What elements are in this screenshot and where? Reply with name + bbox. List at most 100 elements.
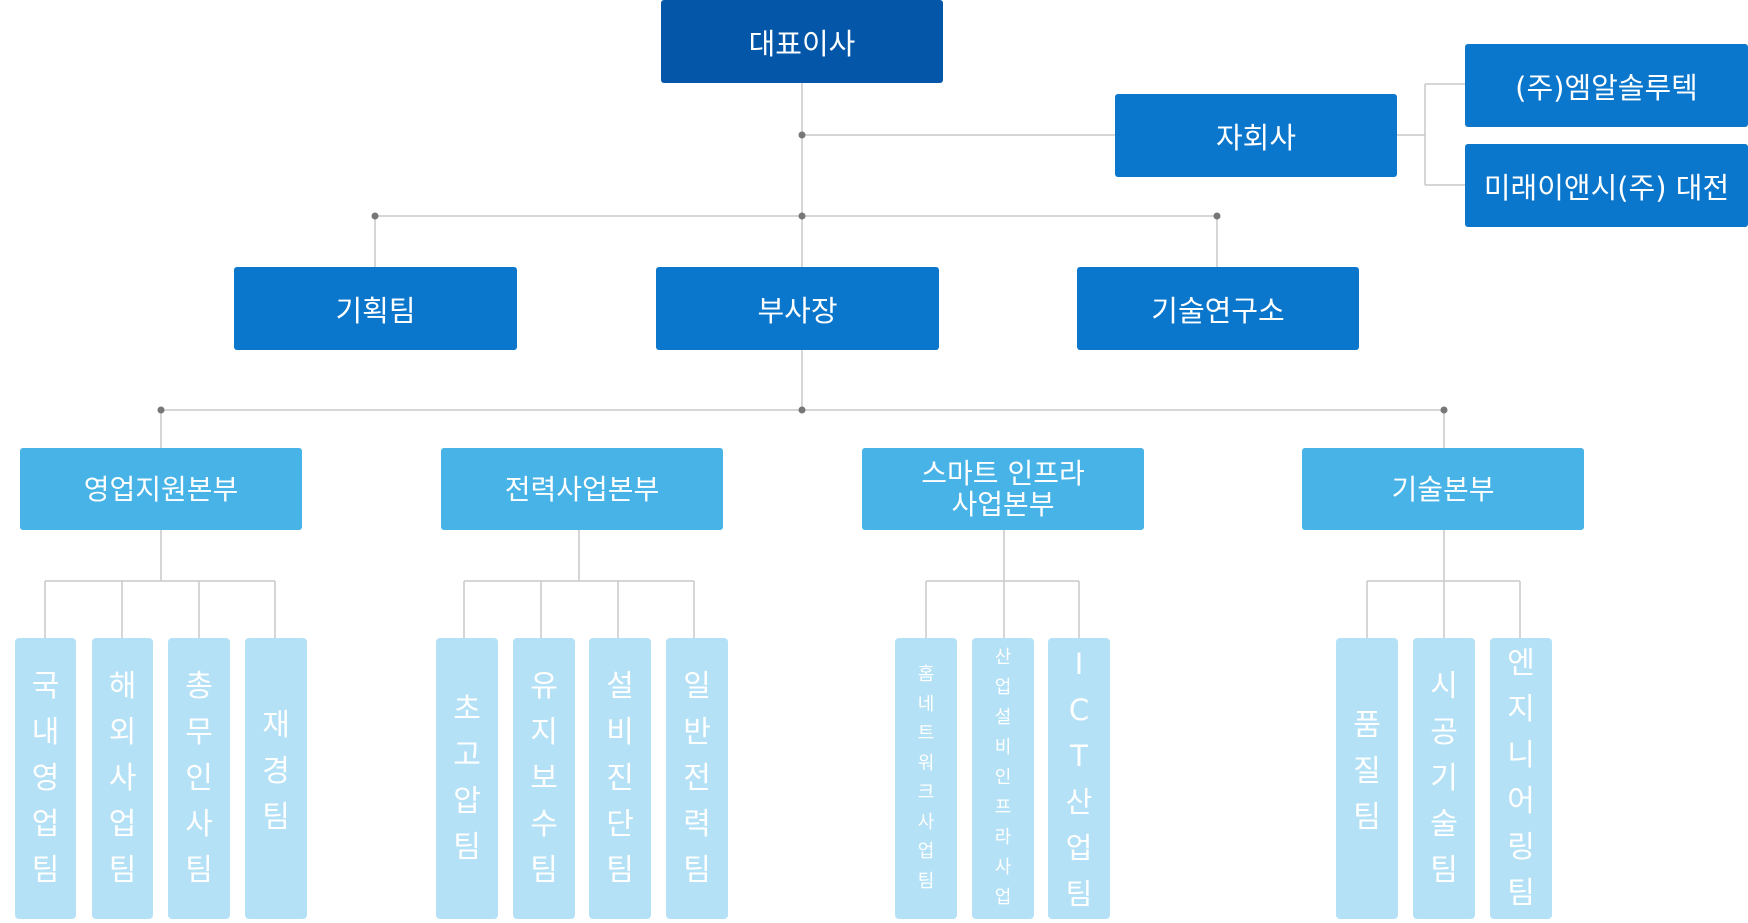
team-label-char: 인 [185, 761, 213, 796]
vice-president-label: 부사장 [757, 293, 838, 328]
team-label-char: T [1070, 739, 1088, 773]
team-label-char: 팀 [683, 853, 711, 888]
team-label-char: 유 [530, 669, 558, 704]
team-label-char: 지 [530, 715, 558, 750]
team-label-char: 보 [530, 761, 558, 796]
subsidiary-item-mirae-enc: 미래이앤시(주) 대전 [1465, 144, 1748, 227]
team-label-char: 력 [683, 807, 711, 842]
team-label-char: 일 [683, 669, 711, 704]
team-label-char: 업 [108, 807, 137, 842]
team-label-char: 트 [917, 723, 935, 744]
division-label: 스마트 인프라 사업본부 [921, 457, 1085, 521]
team-label-char: 비 [606, 715, 634, 750]
team-label-char: 내 [31, 715, 60, 750]
team-label-char: 진 [606, 761, 634, 796]
team-label-char: 업 [1065, 831, 1093, 865]
team-label-char: 팀 [1507, 876, 1535, 911]
team-label-char: 팀 [108, 853, 137, 888]
team-label-char: 수 [530, 807, 558, 842]
team-label-char: 업 [917, 841, 935, 862]
team-label-char: 비 [994, 737, 1012, 758]
team-label-char: 홈 [917, 664, 935, 685]
team-label-char: 반 [683, 715, 711, 750]
team-label-char: 초 [453, 692, 481, 727]
team-label-char: 라 [994, 827, 1012, 848]
division-label: 영업지원본부 [83, 472, 239, 506]
team-label-char: 사 [185, 807, 213, 842]
team-label-char: 품 [1353, 708, 1381, 743]
research-institute-label: 기술연구소 [1151, 293, 1285, 328]
division-power-business: 전력사업본부 [441, 448, 723, 530]
team-label-char: I [1074, 647, 1084, 681]
team-label-char: 경 [262, 754, 290, 789]
subsidiary-box: 자회사 [1115, 94, 1397, 177]
team-label-char: 팀 [606, 853, 634, 888]
research-institute-box: 기술연구소 [1077, 267, 1359, 350]
team-label-char: 업 [994, 887, 1012, 908]
division-label: 전력사업본부 [504, 472, 660, 506]
team-label-char: 인 [994, 767, 1012, 788]
team-label-char: 워 [917, 752, 935, 774]
team-label-char: 설 [994, 707, 1012, 728]
team-label-char: 술 [1430, 807, 1458, 842]
division-label: 기술본부 [1391, 472, 1495, 506]
team-label-char: 무 [185, 715, 213, 750]
team-label-char: 사 [917, 811, 935, 833]
team-label-char: 니 [1507, 738, 1535, 773]
team-label-char: 국 [31, 669, 60, 704]
team-label-char: 지 [1507, 692, 1535, 727]
planning-team-label: 기획팀 [335, 293, 416, 328]
team-label-char: 단 [606, 807, 634, 842]
team-label-char: 영 [31, 761, 60, 796]
team-label-char: 사 [108, 761, 137, 796]
division-technology: 기술본부 [1302, 448, 1584, 530]
team-label-char: 해 [108, 669, 137, 704]
team-label-char: 팀 [453, 830, 481, 865]
team-label-char: 재 [262, 708, 290, 743]
subsidiary-item-label: (주)엠알솔루텍 [1515, 70, 1698, 105]
team-label-char: 어 [1507, 784, 1535, 819]
team-label-char: 공 [1430, 715, 1458, 750]
team-label-char: 업 [994, 677, 1012, 698]
team-label-char: 팀 [185, 853, 213, 888]
team-label-char: 사 [994, 857, 1012, 878]
team-label-char: 팀 [1065, 877, 1093, 911]
vice-president-box: 부사장 [656, 267, 939, 350]
team-label-char: 팀 [530, 853, 558, 888]
subsidiary-item-label: 미래이앤시(주) 대전 [1483, 170, 1730, 205]
team-label-char: 시 [1430, 669, 1458, 704]
team-label-char: 엔 [1507, 646, 1535, 681]
team-label-char: 기 [1430, 761, 1458, 796]
team-label-char: 외 [108, 715, 137, 750]
division-sales-support: 영업지원본부 [20, 448, 302, 530]
team-label-char: 고 [453, 738, 481, 773]
ceo-box: 대표이사 [661, 0, 943, 83]
team-label-char: 산 [1065, 785, 1093, 819]
team-label-char: 압 [453, 784, 481, 819]
planning-team-box: 기획팀 [234, 267, 517, 350]
team-label-char: 총 [185, 669, 213, 704]
team-label-char: 질 [1353, 754, 1381, 789]
